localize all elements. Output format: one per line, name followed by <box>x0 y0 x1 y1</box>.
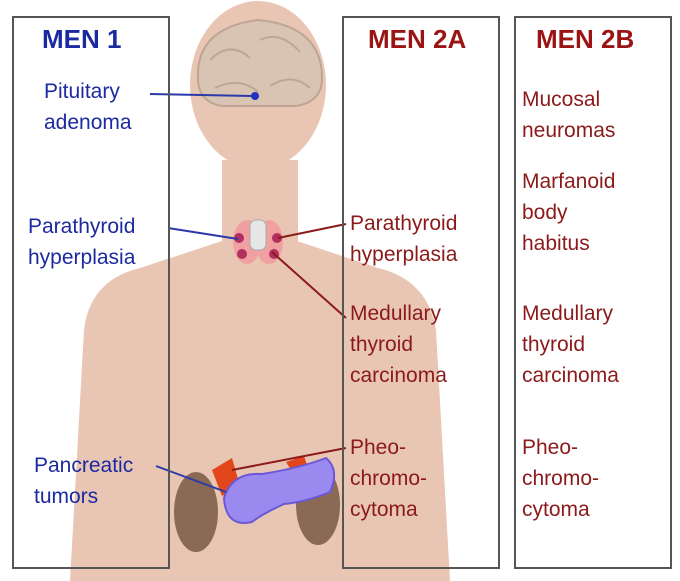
men1-parathyroid-label: Parathyroid hyperplasia <box>28 215 136 269</box>
men2a-panel <box>342 16 500 569</box>
men1-pituitary-label: Pituitary adenoma <box>44 80 132 134</box>
left-kidney <box>174 472 218 552</box>
pituitary-dot <box>251 92 259 100</box>
leader-men2a-parathyroid <box>277 223 347 239</box>
leader-men2a-pheo <box>231 447 347 471</box>
men2a-pheo-label: Pheo- chromo- cytoma <box>350 436 428 521</box>
trachea <box>249 219 267 251</box>
men1-title: MEN 1 <box>42 24 122 54</box>
men1-panel <box>12 16 170 569</box>
men2b-mucosal-label: Mucosal neuromas <box>522 88 616 142</box>
men2a-parathyroid-label: Parathyroid hyperplasia <box>350 212 458 266</box>
leader-men1-parathyroid <box>167 227 239 240</box>
brain <box>196 18 324 107</box>
men2b-panel <box>514 16 672 569</box>
body-silhouette <box>70 205 450 581</box>
leader-men2a-medullary <box>271 251 347 319</box>
pancreas <box>222 456 336 524</box>
men1-pancreatic-label: Pancreatic tumors <box>34 454 134 508</box>
men2b-pheo-label: Pheo- chromo- cytoma <box>522 436 600 521</box>
men2b-title: MEN 2B <box>536 24 635 54</box>
leader-pituitary <box>149 93 253 97</box>
leader-men1-pancreas <box>155 465 227 493</box>
men2a-title: MEN 2A <box>368 24 467 54</box>
men2a-medullary-label: Medullary thyroid carcinoma <box>350 302 447 387</box>
men2b-medullary-label: Medullary thyroid carcinoma <box>522 302 619 387</box>
men2b-marfanoid-label: Marfanoid body habitus <box>522 170 616 255</box>
